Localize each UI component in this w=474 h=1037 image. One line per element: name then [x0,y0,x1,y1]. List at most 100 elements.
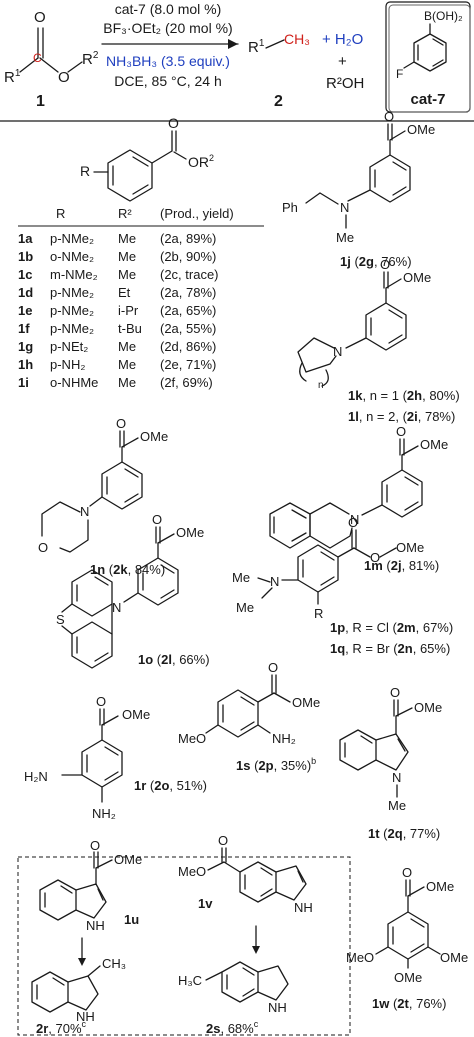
table-cell-entry: 1h [18,357,33,372]
svg-text:O: O [380,257,390,272]
svg-text:N: N [350,512,359,527]
ester-alkoxy-o: O [58,69,70,86]
compound-2r: CH₃ NH 2r, 70%c [31,956,126,1036]
catalyst-fluoro: F [396,67,403,81]
ester-carbonyl-o: O [34,9,46,26]
table-cell-result: (2a, 89%) [160,231,216,246]
compound-1s: O OMe NH₂ MeO 1s (2p, 35%)b [178,660,320,773]
svg-text:MeO: MeO [178,864,206,879]
svg-text:O: O [268,660,278,675]
svg-text:Me: Me [388,798,406,813]
1r-label: 1r (2o, 51%) [134,778,207,793]
1v-label: 1v [198,896,213,911]
generic-benzoate: O OR2 R [80,115,214,202]
svg-text:O: O [370,550,380,565]
table-cell-result: (2f, 69%) [160,375,213,390]
condition-solvent: DCE, 85 °C, 24 h [114,73,222,89]
table-cell-entry: 1d [18,285,33,300]
compound-1r: O OMe H₂N NH₂ 1r (2o, 51%) [24,694,207,821]
col-header-r2: R² [118,206,132,221]
table-cell-r2: Et [118,285,131,300]
compound-1o: O OMe N S 1o (2l, 66%) [56,512,210,669]
table-cell-r2: Me [118,267,136,282]
svg-text:O: O [402,865,412,880]
1p-label: 1p, R = Cl (2m, 67%) [330,620,453,635]
1j-ome: OMe [407,122,435,137]
svg-text:O: O [390,685,400,700]
table-cell-r: p-NMe₂ [50,231,94,246]
svg-text:OMe: OMe [420,437,448,452]
svg-text:NH: NH [86,918,105,933]
product-number: 2 [274,93,283,110]
svg-text:OMe: OMe [292,695,320,710]
table-cell-entry: 1a [18,231,33,246]
svg-text:N: N [392,770,401,785]
compound-1w: O OMe MeO OMe OMe 1w (2t, 76%) [346,865,468,1011]
table-cell-entry: 1f [18,321,30,336]
col-header-yield: (Prod., yield) [160,206,234,221]
svg-text:Ph: Ph [282,200,298,215]
svg-text:H₃C: H₃C [178,973,202,988]
table-cell-result: (2a, 78%) [160,285,216,300]
compound-1n: O OMe N O 1n (2k, 84%) [38,416,168,577]
svg-text:O: O [218,833,228,848]
benzoate-r: R [80,163,90,179]
catalyst-box: B(OH)₂ F cat-7 [385,1,471,113]
compound-1k-1l: O OMe N n 1k, n = 1 (2h, 80%) 1l, n = 2,… [297,257,460,424]
catalyst-boronic-acid: B(OH)₂ [424,9,463,23]
1j-label: 1j (2g, 76%) [340,254,412,269]
compound-1j: O OMe N Me Ph 1j (2g, 76%) [282,109,435,269]
compound-1t: O OMe N Me 1t (2q, 77%) [339,685,442,841]
table-cell-r2: t-Bu [118,321,142,336]
svg-text:H₂N: H₂N [24,769,48,784]
compound-1m: O OMe N 1m (2j, 81%) [269,424,448,573]
byproduct-alcohol: R²OH [326,75,364,92]
1u-label: 1u [124,912,139,927]
table-cell-entry: 1e [18,303,32,318]
table-cell-r2: Me [118,357,136,372]
1t-label: 1t (2q, 77%) [368,826,440,841]
table-cell-r2: Me [118,375,136,390]
svg-text:O: O [116,416,126,431]
ester-carbon: C [33,51,42,65]
table-cell-r: p-NEt₂ [50,339,88,354]
ester-reactant: O O R1 R2 C 1 [4,9,99,110]
reactant-number: 1 [36,93,45,110]
table-cell-r: p-NMe₂ [50,285,94,300]
table-cell-result: (2a, 55%) [160,321,216,336]
svg-text:NH: NH [268,1000,287,1015]
svg-text:O: O [396,424,406,439]
svg-text:OMe: OMe [122,707,150,722]
svg-text:NH₂: NH₂ [272,731,296,746]
table-cell-r: p-NMe₂ [50,303,94,318]
svg-text:MeO: MeO [178,731,206,746]
svg-text:N: N [80,504,89,519]
table-cell-entry: 1i [18,375,29,390]
svg-text:N: N [340,200,349,215]
1l-label: 1l, n = 2, (2i, 78%) [348,409,455,424]
ester-r2: R2 [82,50,99,68]
table-cell-entry: 1c [18,267,32,282]
svg-text:O: O [152,512,162,527]
table-cell-r: o-NMe₂ [50,249,94,264]
table-cell-r2: i-Pr [118,303,139,318]
1k-label: 1k, n = 1 (2h, 80%) [348,388,460,403]
table-cell-result: (2a, 65%) [160,303,216,318]
svg-text:S: S [56,612,65,627]
benzoate-or2: OR2 [188,153,214,170]
svg-text:OMe: OMe [114,852,142,867]
table-cell-result: (2c, trace) [160,267,219,282]
svg-text:O: O [348,515,358,530]
svg-text:N: N [333,344,342,359]
svg-text:MeO: MeO [346,950,374,965]
catalyst-label: cat-7 [410,91,445,108]
svg-text:OMe: OMe [403,270,431,285]
svg-text:NH: NH [76,1009,95,1024]
svg-text:O: O [90,838,100,853]
product-r1: R1 [248,38,265,56]
svg-text:Me: Me [236,600,254,615]
compound-1p-1q: O O OMe N Me Me R 1p, R = Cl (2m, 67%) 1… [232,515,453,656]
svg-text:NH: NH [294,900,313,915]
svg-text:N: N [112,600,121,615]
